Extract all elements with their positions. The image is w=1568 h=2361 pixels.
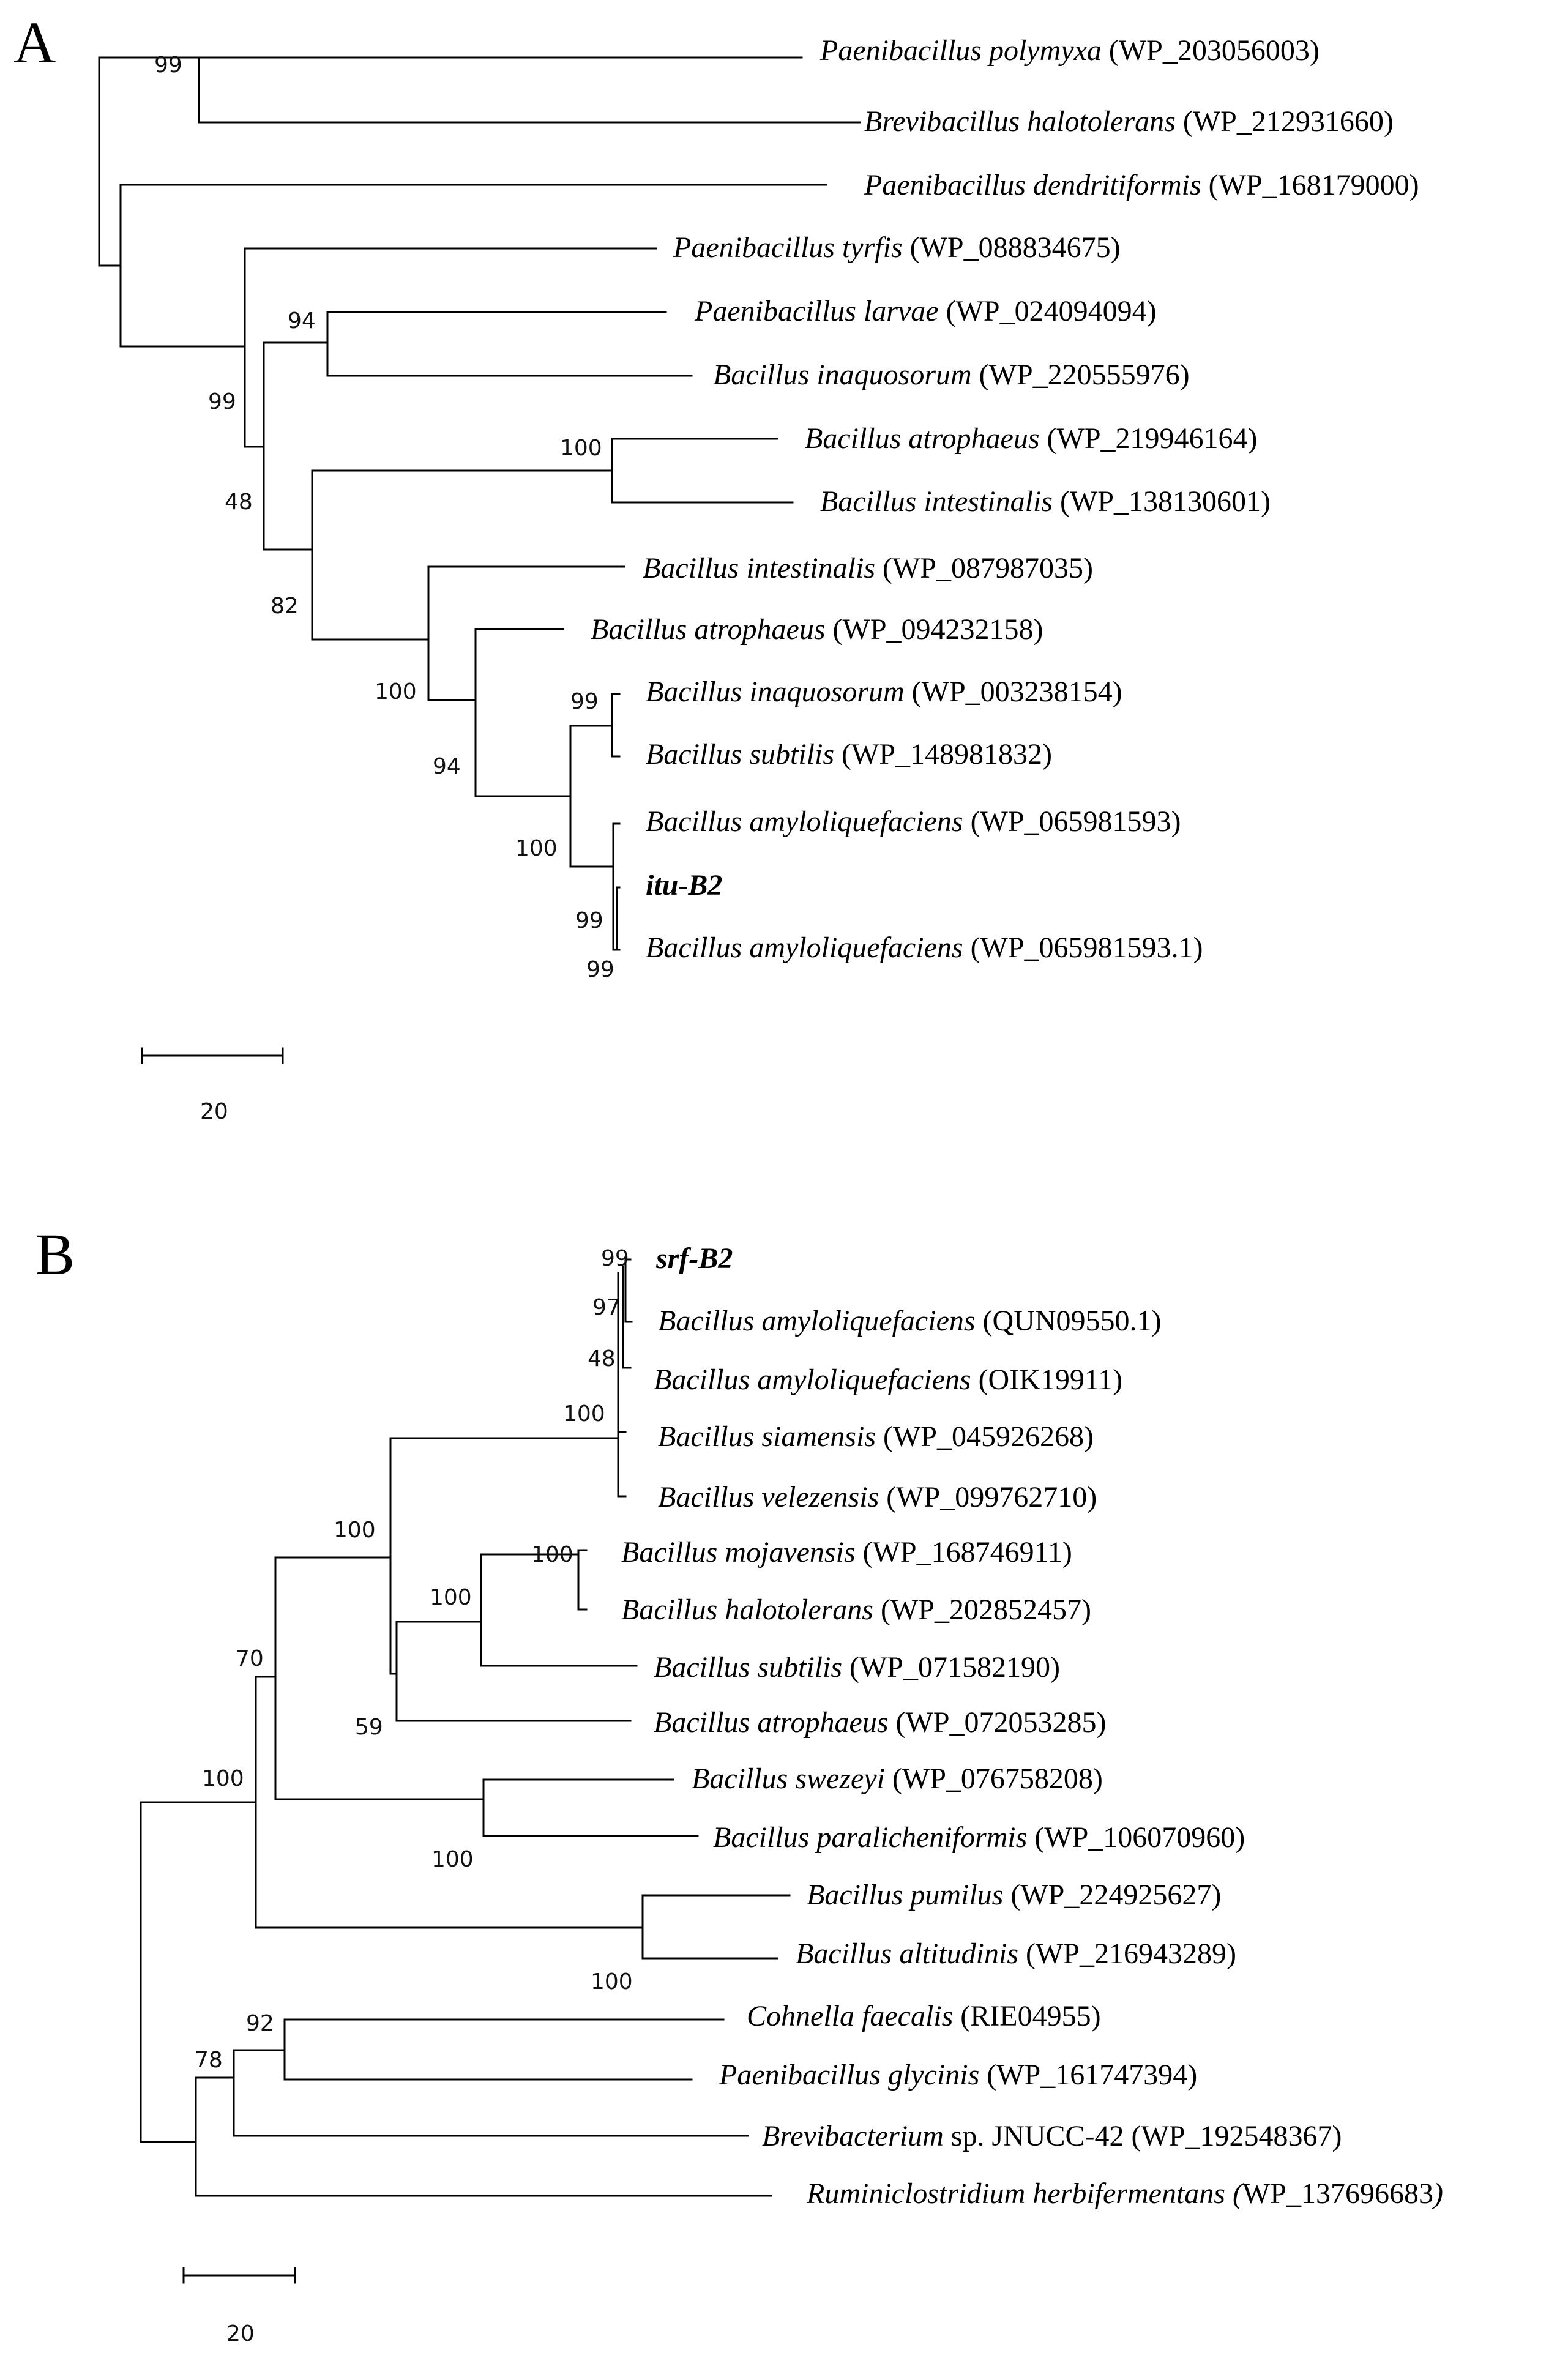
bootstrap-value: 99 xyxy=(570,689,599,714)
taxon-label: Bacillus atrophaeus (WP_094232158) xyxy=(591,613,1043,646)
taxon-label: Bacillus intestinalis (WP_087987035) xyxy=(643,552,1093,584)
taxon-label: Ruminiclostridium herbifermentans (WP_13… xyxy=(806,2177,1443,2210)
taxon-label: Paenibacillus polymyxa (WP_203056003) xyxy=(819,34,1320,67)
bootstrap-value: 100 xyxy=(431,1847,474,1872)
panel-a-supports: 99 94 99 48 100 82 100 94 99 100 99 99 xyxy=(154,53,614,982)
panel-a-letter: A xyxy=(13,10,56,75)
taxon-label: Bacillus swezeyi (WP_076758208) xyxy=(692,1762,1103,1795)
taxon-label: Bacillus paralicheniformis (WP_106070960… xyxy=(713,1821,1245,1854)
bootstrap-value: 48 xyxy=(225,490,253,515)
taxon-label: Bacillus inaquosorum (WP_220555976) xyxy=(713,359,1190,391)
bootstrap-value: 70 xyxy=(236,1646,264,1671)
taxon-label: Bacillus amyloliquefaciens (WP_065981593… xyxy=(646,805,1181,838)
bootstrap-value: 99 xyxy=(575,908,603,933)
bootstrap-value: 82 xyxy=(271,594,299,619)
bootstrap-value: 100 xyxy=(560,436,602,461)
taxon-label: Bacillus amyloliquefaciens (WP_065981593… xyxy=(646,931,1203,964)
taxon-label: Bacillus amyloliquefaciens (QUN09550.1) xyxy=(658,1305,1162,1337)
taxon-label: Brevibacterium sp. JNUCC-42 (WP_19254836… xyxy=(762,2120,1342,2152)
bootstrap-value: 59 xyxy=(355,1715,383,1740)
panel-b-letter: B xyxy=(35,1222,75,1287)
scale-label: 20 xyxy=(226,2321,255,2346)
taxon-label: Bacillus velezensis (WP_099762710) xyxy=(658,1481,1097,1513)
taxon-label: Bacillus siamensis (WP_045926268) xyxy=(658,1420,1094,1453)
taxon-label: Bacillus altitudinis (WP_216943289) xyxy=(796,1938,1236,1970)
taxon-label: itu-B2 xyxy=(646,869,722,901)
taxon-label: Bacillus intestinalis (WP_138130601) xyxy=(820,485,1271,518)
taxon-label: Paenibacillus dendritiformis (WP_1681790… xyxy=(864,169,1419,201)
panel-a-taxa: Paenibacillus polymyxa (WP_203056003) Br… xyxy=(591,34,1419,964)
taxon-label: Bacillus subtilis (WP_071582190) xyxy=(654,1651,1060,1684)
bootstrap-value: 48 xyxy=(588,1346,616,1371)
bootstrap-value: 99 xyxy=(154,53,182,78)
bootstrap-value: 100 xyxy=(375,679,417,704)
taxon-label: Bacillus halotolerans (WP_202852457) xyxy=(621,1594,1091,1626)
bootstrap-value: 100 xyxy=(591,1969,633,1994)
bootstrap-value: 100 xyxy=(563,1401,605,1427)
panel-a: A xyxy=(13,10,1419,1124)
bootstrap-value: 100 xyxy=(430,1585,472,1610)
taxon-label: Bacillus atrophaeus (WP_072053285) xyxy=(654,1706,1107,1739)
taxon-label: Bacillus atrophaeus (WP_219946164) xyxy=(805,422,1258,455)
bootstrap-value: 99 xyxy=(601,1246,629,1271)
panel-b: B xyxy=(35,1222,1443,2346)
bootstrap-value: 100 xyxy=(202,1766,244,1791)
taxon-label: Cohnella faecalis (RIE04955) xyxy=(747,2000,1101,2032)
taxon-label: Paenibacillus larvae (WP_024094094) xyxy=(694,295,1157,327)
taxon-label: Bacillus subtilis (WP_148981832) xyxy=(646,738,1052,770)
bootstrap-value: 94 xyxy=(288,308,316,334)
bootstrap-value: 100 xyxy=(531,1542,573,1567)
taxon-label: Bacillus pumilus (WP_224925627) xyxy=(807,1879,1221,1911)
bootstrap-value: 99 xyxy=(586,957,614,982)
taxon-label: Brevibacillus halotolerans (WP_212931660… xyxy=(864,105,1394,138)
panel-b-supports: 99 97 48 100 100 100 100 59 70 100 100 1… xyxy=(195,1246,633,2073)
panel-b-taxa: srf-B2 Bacillus amyloliquefaciens (QUN09… xyxy=(621,1242,1443,2210)
taxon-label: Bacillus mojavensis (WP_168746911) xyxy=(621,1536,1072,1568)
bootstrap-value: 94 xyxy=(433,754,461,779)
bootstrap-value: 92 xyxy=(246,2011,274,2036)
panel-b-scale-bar: 20 xyxy=(182,2267,296,2346)
taxon-label: Bacillus amyloliquefaciens (OIK19911) xyxy=(654,1363,1122,1396)
panel-a-branches xyxy=(98,56,861,951)
bootstrap-value: 99 xyxy=(208,389,236,414)
bootstrap-value: 97 xyxy=(592,1295,621,1320)
scale-label: 20 xyxy=(200,1099,228,1124)
panel-a-scale-bar: 20 xyxy=(141,1047,284,1124)
taxon-label: Paenibacillus tyrfis (WP_088834675) xyxy=(673,231,1121,264)
bootstrap-value: 100 xyxy=(515,836,558,861)
taxon-label: srf-B2 xyxy=(655,1242,733,1275)
bootstrap-value: 100 xyxy=(334,1518,376,1543)
taxon-label: Paenibacillus glycinis (WP_161747394) xyxy=(719,2059,1197,2091)
bootstrap-value: 78 xyxy=(195,2048,223,2073)
panel-b-branches xyxy=(140,1258,791,2197)
taxon-label: Bacillus inaquosorum (WP_003238154) xyxy=(646,676,1122,708)
